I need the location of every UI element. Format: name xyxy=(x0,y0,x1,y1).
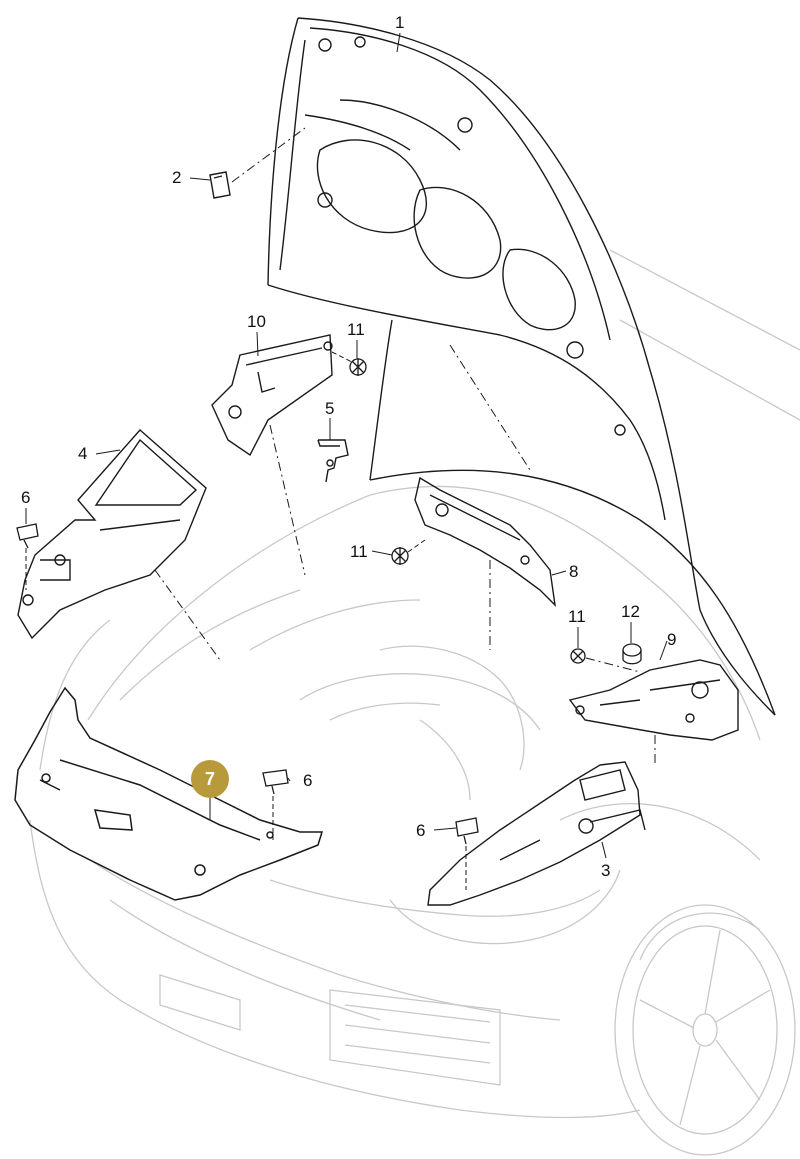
part-6-clip-center xyxy=(262,769,289,795)
part-11-right-leader xyxy=(585,657,641,673)
part-8-center-panel xyxy=(414,476,556,607)
callout-6-right: 6 xyxy=(416,821,426,840)
callout-5: 5 xyxy=(325,399,335,418)
callout-1: 1 xyxy=(395,13,405,32)
callout-8: 8 xyxy=(569,562,579,581)
callout-12: 12 xyxy=(621,602,640,621)
part-1-hood xyxy=(267,17,776,716)
callout-11-top: 11 xyxy=(347,320,365,339)
callout-11-right: 11 xyxy=(568,607,586,626)
wheel xyxy=(614,904,796,1156)
part-6-clip-right xyxy=(455,817,479,845)
part-9-right-panel xyxy=(568,659,739,741)
part-11-middle-leader xyxy=(407,539,426,553)
part-11-clip-right xyxy=(570,648,586,664)
part-11-clip-middle xyxy=(391,547,409,565)
hood-center-leader xyxy=(449,344,531,471)
part-10-trim-panel xyxy=(211,334,333,457)
car-body-outline xyxy=(29,249,800,1119)
part-2-hood-stop xyxy=(209,171,231,199)
part-2-leader xyxy=(231,127,306,183)
part-11-clip-top xyxy=(349,358,367,376)
callout-4: 4 xyxy=(78,444,88,463)
part-4-leader xyxy=(154,569,221,661)
part-10-leader xyxy=(269,424,306,576)
part-4-side-panel xyxy=(17,429,207,640)
callout-10: 10 xyxy=(247,312,266,331)
part-6-clip-left xyxy=(16,523,39,549)
callout-6-left: 6 xyxy=(21,488,31,507)
callout-leaders xyxy=(25,32,668,859)
part-11-top-leader xyxy=(331,351,353,363)
callout-7-highlight-badge[interactable]: 7 xyxy=(191,760,229,798)
part-12-grommet xyxy=(622,643,642,665)
part-7-front-panel xyxy=(14,686,324,901)
part-3-lower-panel xyxy=(427,761,646,906)
part-5-bracket xyxy=(317,439,349,483)
callout-3: 3 xyxy=(601,861,611,880)
callout-2: 2 xyxy=(172,168,182,187)
callout-11-middle: 11 xyxy=(350,542,368,561)
callout-6-center: 6 xyxy=(303,771,313,790)
callout-9: 9 xyxy=(667,630,677,649)
